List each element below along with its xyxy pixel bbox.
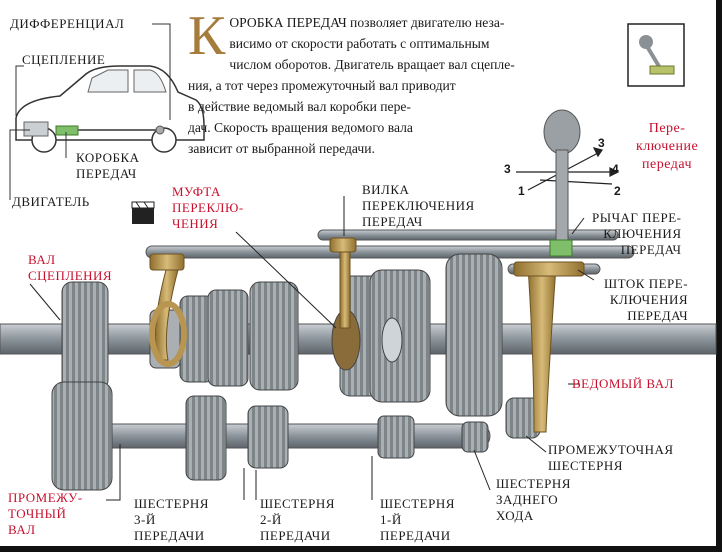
label-shift-lever: РЫЧАГ ПЕРЕ- КЛЮЧЕНИЯ ПЕРЕДАЧ [592,210,682,257]
label-output-shaft: ВЕДОМЫЙ ВАЛ [572,376,674,391]
car-diagram [15,65,205,153]
label-shift-sleeve: МУФТА ПЕРЕКЛЮ- ЧЕНИЯ [172,184,244,231]
label-shift-rod: ШТОК ПЕРЕ- КЛЮЧЕНИЯ ПЕРЕДАЧ [604,276,689,323]
label-engine: ДВИГАТЕЛЬ [12,194,90,209]
shift-pos-3: 3 [598,136,605,150]
label-differential: ДИФФЕРЕНЦИАЛ [10,16,125,31]
intro-text: ОРОБКА ПЕРЕДАЧ позволяет двигателю неза-… [188,15,515,156]
label-shift-fork: ВИЛКА ПЕРЕКЛЮЧЕНИЯ ПЕРЕДАЧ [362,182,475,229]
label-gear-shift: Пере- ключение передач [636,121,699,172]
label-gear-1: ШЕСТЕРНЯ 1-Й ПЕРЕДАЧИ [380,496,455,543]
label-clutch: СЦЕПЛЕНИЕ [22,52,106,67]
shift-pos-2: 2 [614,184,621,198]
film-clapper-icon [131,201,155,224]
label-gear-reverse: ШЕСТЕРНЯ ЗАДНЕГО ХОДА [496,476,571,523]
label-clutch-shaft: ВАЛ СЦЕПЛЕНИЯ [28,252,113,283]
shift-pos-1: 1 [518,184,525,198]
shift-pos-3b: 3 [504,162,511,176]
gear-shift-thumbnail [627,23,685,87]
shift-lever-graphic [543,109,581,257]
label-idler-gear: ПРОМЕЖУТОЧНАЯ ШЕСТЕРНЯ [548,442,674,473]
intro-dropcap: К [188,5,226,67]
label-gear-3: ШЕСТЕРНЯ 3-Й ПЕРЕДАЧИ [134,496,209,543]
label-gear-2: ШЕСТЕРНЯ 2-Й ПЕРЕДАЧИ [260,496,335,543]
label-countershaft: ПРОМЕЖУ- ТОЧНЫЙ ВАЛ [8,490,83,537]
label-gearbox: КОРОБКА ПЕРЕДАЧ [76,150,140,181]
shift-pos-4: 4 [612,162,619,176]
